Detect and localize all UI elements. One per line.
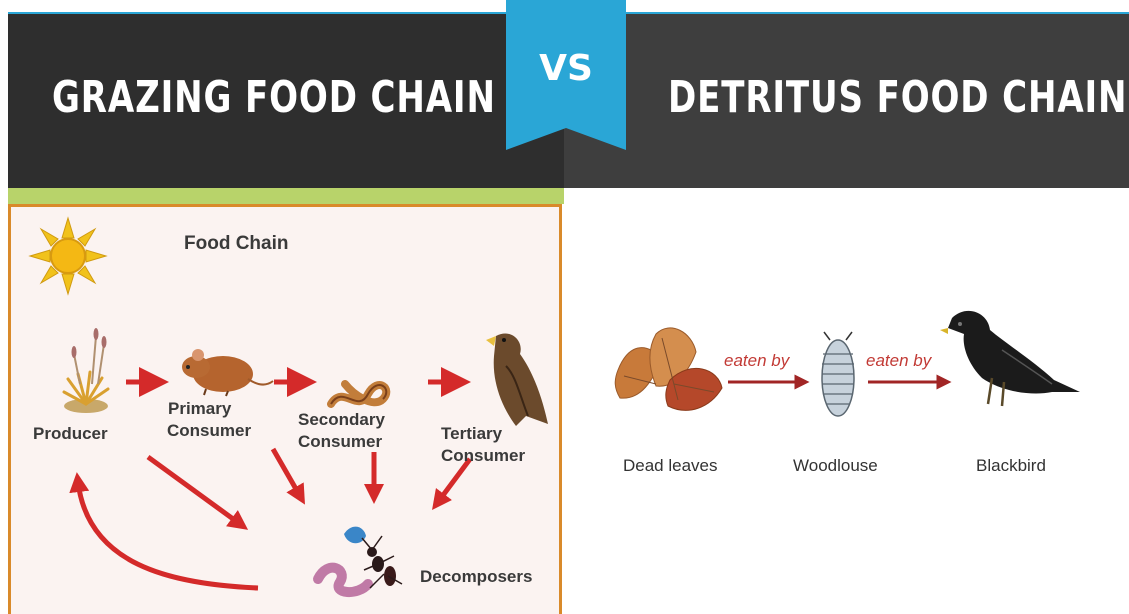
label-blackbird: Blackbird: [976, 456, 1046, 476]
decomposers-icon: [318, 527, 402, 592]
label-primary-line2: Consumer: [167, 421, 251, 441]
label-secondary-line2: Consumer: [298, 432, 382, 452]
dead-leaves-icon: [615, 328, 722, 410]
edge-eaten-by-1: eaten by: [724, 351, 789, 371]
detritus-diagram: [600, 300, 1100, 460]
detritus-title: DETRITUS FOOD CHAIN: [668, 72, 1127, 123]
woodlouse-icon: [822, 332, 854, 416]
hawk-icon: [486, 334, 548, 426]
vs-label: VS: [506, 48, 626, 89]
blackbird-icon: [940, 311, 1080, 406]
label-tertiary-line1: Tertiary: [441, 424, 502, 444]
label-secondary-line1: Secondary: [298, 410, 385, 430]
label-decomposers: Decomposers: [420, 567, 532, 587]
mouse-icon: [182, 349, 273, 396]
sun-icon: [30, 218, 106, 294]
label-primary-line1: Primary: [168, 399, 231, 419]
grazing-diagram: [8, 204, 564, 614]
edge-eaten-by-2: eaten by: [866, 351, 931, 371]
label-dead-leaves: Dead leaves: [623, 456, 718, 476]
decomposer-arrows: [78, 449, 470, 588]
label-tertiary-line2: Consumer: [441, 446, 525, 466]
grazing-title: GRAZING FOOD CHAIN: [52, 72, 496, 123]
label-producer: Producer: [33, 424, 108, 444]
snake-icon: [331, 384, 386, 404]
food-chain-title: Food Chain: [184, 234, 288, 254]
accent-green-bar: [8, 188, 564, 204]
label-woodlouse: Woodlouse: [793, 456, 878, 476]
producer-plant-icon: [64, 328, 108, 413]
